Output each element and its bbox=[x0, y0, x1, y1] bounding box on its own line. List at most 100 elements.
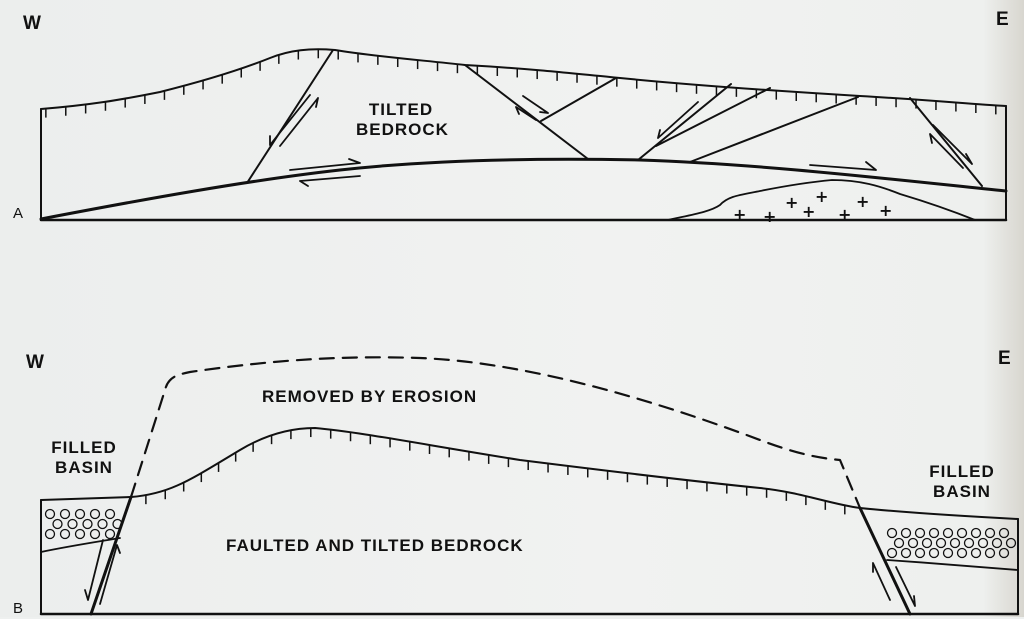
west-basin-top bbox=[40, 496, 132, 501]
east-basin-line2: BASIN bbox=[933, 482, 991, 501]
gravel-clast bbox=[907, 537, 919, 549]
gravel-clast bbox=[984, 527, 996, 539]
svg-text:+: + bbox=[879, 201, 892, 220]
gravel-clast bbox=[900, 547, 912, 559]
gravel-clast bbox=[104, 528, 116, 540]
east-basin-gravel bbox=[886, 527, 1017, 559]
arrow-down-2 bbox=[522, 95, 549, 114]
svg-text:+: + bbox=[763, 207, 776, 226]
tilted-bedrock-line1: TILTED bbox=[368, 100, 434, 119]
gravel-clast bbox=[52, 518, 63, 530]
gravel-clast bbox=[59, 528, 71, 540]
granite-plus-symbols: + + + + + + + + bbox=[733, 187, 892, 226]
east-basin-floor bbox=[886, 559, 1019, 571]
gravel-clast bbox=[956, 527, 968, 539]
gravel-clast bbox=[914, 527, 926, 539]
gravel-clast bbox=[886, 527, 898, 539]
gravel-clast bbox=[942, 527, 954, 539]
panel-a-ground-surface bbox=[40, 48, 1007, 110]
gravel-clast bbox=[1005, 537, 1017, 549]
gravel-clast bbox=[900, 527, 912, 539]
faulted-tilted-bedrock-label: FAULTED AND TILTED BEDROCK bbox=[226, 536, 524, 555]
arrow-up-w bbox=[99, 544, 121, 605]
gravel-clast bbox=[956, 547, 968, 559]
east-basin-top bbox=[859, 507, 1019, 520]
gravel-clast bbox=[935, 537, 947, 549]
west-basin-line2: BASIN bbox=[55, 458, 113, 477]
gravel-clast bbox=[97, 518, 108, 530]
gravel-clast bbox=[949, 537, 961, 549]
arrow-up-4 bbox=[929, 133, 964, 169]
panel-a-surface-ticks bbox=[45, 49, 997, 118]
normal-fault-3 bbox=[540, 77, 617, 122]
gravel-clast bbox=[970, 547, 982, 559]
fault-motion-arrows-b bbox=[84, 539, 916, 607]
east-basin-line1: FILLED bbox=[929, 462, 995, 481]
gravel-clast bbox=[942, 547, 954, 559]
normal-fault-5 bbox=[655, 87, 771, 147]
west-filled-basin-label: FILLED BASIN bbox=[44, 438, 124, 478]
svg-text:+: + bbox=[802, 202, 815, 221]
gravel-clast bbox=[991, 537, 1003, 549]
arrow-up-e bbox=[872, 562, 891, 601]
tilted-bedrock-label: TILTED BEDROCK bbox=[356, 100, 449, 140]
panel-b-surface-ticks bbox=[145, 428, 846, 515]
west-basin-floor bbox=[40, 537, 121, 553]
panel-b-west-label: W bbox=[26, 352, 45, 373]
arrow-up-2 bbox=[515, 106, 537, 121]
gravel-clast bbox=[74, 528, 86, 540]
svg-text:+: + bbox=[856, 192, 869, 211]
gravel-clast bbox=[914, 547, 926, 559]
west-boundary-fault bbox=[89, 495, 133, 616]
panel-b-cross-section bbox=[39, 356, 1020, 616]
arrow-up-1 bbox=[279, 97, 319, 147]
arrow-right-a1 bbox=[289, 158, 361, 171]
east-boundary-fault bbox=[858, 506, 912, 616]
gravel-clast bbox=[928, 527, 940, 539]
gravel-clast bbox=[82, 518, 93, 530]
gravel-clast bbox=[893, 537, 905, 549]
arrow-left-a1 bbox=[299, 175, 361, 187]
normal-fault-6 bbox=[689, 96, 859, 163]
panel-b-bedrock-surface bbox=[130, 427, 861, 509]
gravel-clast bbox=[74, 508, 86, 520]
panel-a-id-label: A bbox=[13, 205, 25, 222]
normal-fault-4 bbox=[637, 83, 732, 161]
removed-by-erosion-label: REMOVED BY EROSION bbox=[262, 387, 478, 406]
detachment-fault bbox=[39, 157, 1008, 221]
tilted-bedrock-line2: BEDROCK bbox=[356, 120, 449, 139]
panel-a-west-label: W bbox=[23, 13, 42, 34]
west-basin-line1: FILLED bbox=[51, 438, 117, 457]
gravel-clast bbox=[963, 537, 975, 549]
gravel-clast bbox=[998, 547, 1010, 559]
gravel-clast bbox=[886, 547, 898, 559]
east-filled-basin-label: FILLED BASIN bbox=[922, 462, 1002, 502]
normal-fault-1 bbox=[246, 49, 334, 184]
normal-fault-2 bbox=[464, 64, 589, 160]
gravel-clast bbox=[59, 508, 71, 520]
svg-text:+: + bbox=[815, 187, 828, 206]
west-basin-gravel bbox=[44, 508, 123, 540]
arrow-down-4 bbox=[932, 124, 973, 165]
svg-text:+: + bbox=[838, 205, 851, 224]
gravel-clast bbox=[44, 508, 56, 520]
panel-a-east-label: E bbox=[996, 9, 1010, 30]
removed-surface-dashed bbox=[129, 356, 862, 510]
arrow-down-e bbox=[895, 566, 916, 607]
granite-intrusion-outline bbox=[667, 179, 976, 221]
panel-a-cross-section: + + + + + + + + bbox=[39, 48, 1008, 226]
fault-motion-arrows-a bbox=[269, 94, 973, 187]
panel-b-east-label: E bbox=[998, 348, 1012, 369]
gravel-clast bbox=[984, 547, 996, 559]
gravel-clast bbox=[970, 527, 982, 539]
gravel-clast bbox=[998, 527, 1010, 539]
normal-fault-7 bbox=[909, 97, 983, 187]
gravel-clast bbox=[928, 547, 940, 559]
arrow-down-3 bbox=[657, 101, 699, 139]
svg-text:+: + bbox=[785, 193, 798, 212]
gravel-clast bbox=[44, 528, 56, 540]
gravel-clast bbox=[921, 537, 933, 549]
arrow-down-1 bbox=[269, 94, 311, 146]
arrow-right-a2 bbox=[809, 161, 877, 171]
